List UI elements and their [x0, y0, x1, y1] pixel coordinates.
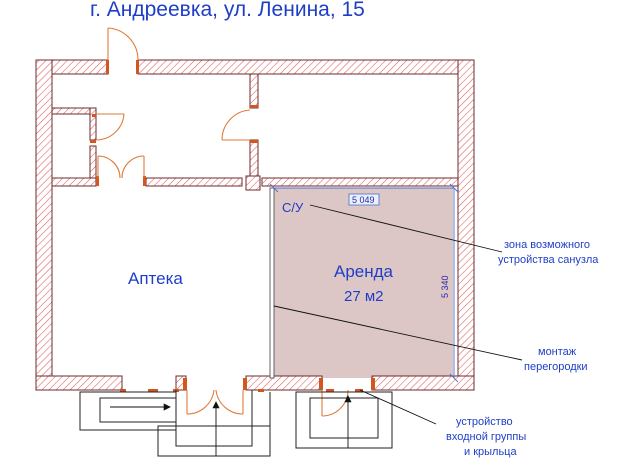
room-label-rent: Аренда: [334, 262, 394, 281]
interior-walls: [51, 73, 459, 379]
note-wc-zone-line1: зона возможного: [504, 239, 590, 251]
note-entrance-line2: входной группы: [446, 431, 526, 443]
plan-title: г. Андреевка, ул. Ленина, 15: [90, 0, 365, 21]
doors: [95, 27, 349, 417]
door-jambs: [90, 60, 375, 392]
dimension-width: 5 049: [352, 195, 375, 205]
room-label-wc: С/У: [282, 200, 304, 215]
outer-walls: [35, 59, 475, 391]
note-entrance-line1: устройство: [456, 416, 513, 428]
rent-room-area: [273, 188, 453, 378]
note-wc-zone-line2: устройства санузла: [498, 254, 599, 266]
dimension-lines: [269, 183, 459, 383]
room-area-rent: 27 м2: [344, 288, 384, 305]
porches: [79, 390, 393, 457]
note-partition-line1: монтаж: [538, 346, 577, 358]
room-label-pharmacy: Аптека: [128, 269, 183, 288]
dimension-height: 5 340: [440, 275, 450, 298]
leader-lines: [273, 204, 523, 425]
note-entrance-line3: и крыльца: [464, 446, 517, 458]
note-partition-line2: перегородки: [524, 361, 588, 373]
